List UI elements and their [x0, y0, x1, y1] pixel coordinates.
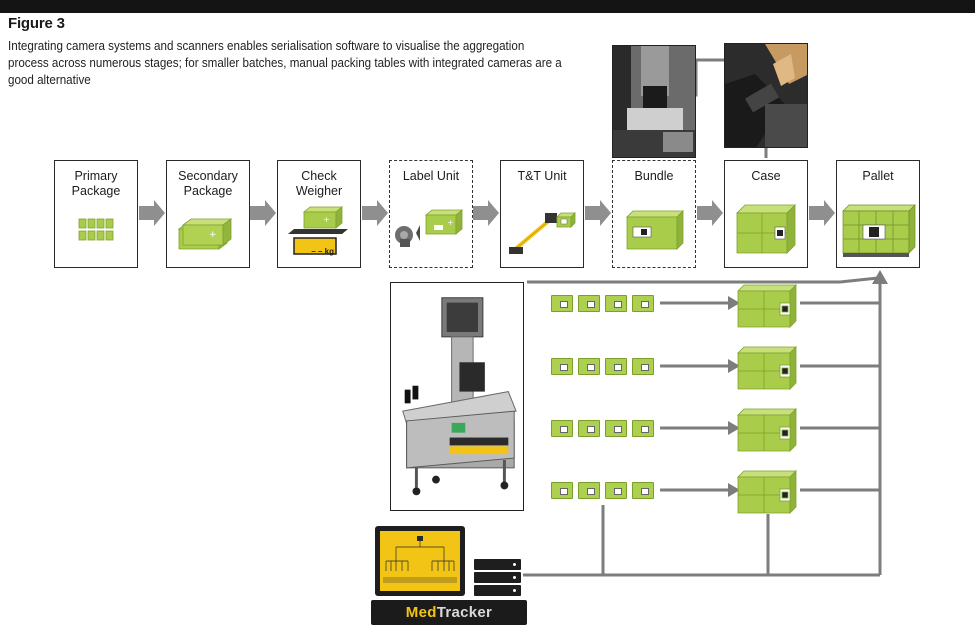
flow-arrow [585, 200, 611, 226]
product-item [578, 482, 600, 499]
stage-case: Case [724, 160, 808, 268]
scanner-arm-icon [509, 212, 576, 254]
stage-pallet: Pallet [836, 160, 920, 268]
server-rack-icon [474, 559, 521, 570]
flow-arrow [809, 200, 835, 226]
stage-check-weigher: Check Weigher + – – kg [277, 160, 361, 268]
stage-secondary-package: Secondary Package + [166, 160, 250, 268]
arrow-head [728, 359, 740, 373]
arrow-head [872, 270, 888, 284]
bundle-camera-photo [612, 45, 696, 158]
product-item [632, 482, 654, 499]
product-item [551, 420, 573, 437]
product-item [578, 358, 600, 375]
stage-label: Check Weigher [295, 169, 343, 198]
camera-icon [613, 46, 695, 157]
flow-arrow [473, 200, 499, 226]
aggregation-tree-screen [380, 531, 460, 591]
product-item [578, 295, 600, 312]
brand-part-1: Med [405, 604, 437, 621]
station-to-pallet-line [527, 276, 879, 284]
product-item [578, 420, 600, 437]
stage-label: Secondary Package [178, 169, 238, 198]
case-camera-photo [724, 43, 808, 148]
stage-label: T&T Unit [517, 169, 567, 183]
stage-primary-package: Primary Package [54, 160, 138, 268]
arrow-head [728, 296, 740, 310]
hierarchy-tree [383, 536, 457, 583]
top-bar [0, 0, 975, 13]
brand-part-2: Tracker [436, 604, 493, 621]
manual-packing-station [390, 282, 524, 511]
svg-text:+: + [209, 230, 217, 240]
product-item [632, 295, 654, 312]
carton-icon: + [177, 218, 233, 250]
product-item [551, 358, 573, 375]
camera-icon [725, 44, 807, 147]
arrow-head [728, 483, 740, 497]
product-item [551, 295, 573, 312]
packing-table-illustration [402, 297, 517, 496]
stage-tt-unit: T&T Unit [500, 160, 584, 268]
blister-pack-icon [78, 218, 114, 241]
server-rack-icon [474, 585, 521, 596]
bundle-box-icon [626, 210, 684, 250]
flow-arrow [362, 200, 388, 226]
arrow-head [728, 421, 740, 435]
medtracker-logo: MedTracker [371, 600, 527, 625]
product-item [605, 358, 627, 375]
svg-text:+: + [323, 215, 330, 224]
stage-label: Case [751, 169, 781, 183]
flow-arrow [697, 200, 723, 226]
stage-label: Pallet [862, 169, 894, 183]
stage-label-unit: Label Unit + [389, 160, 473, 268]
labeller-icon: + [395, 209, 464, 247]
flow-arrow [250, 200, 276, 226]
product-item [632, 420, 654, 437]
pallet-icon [842, 204, 916, 257]
case-box-icon [736, 204, 796, 254]
flow-arrow [139, 200, 165, 226]
product-item [605, 295, 627, 312]
product-item [605, 482, 627, 499]
weight-readout: – – kg [311, 247, 334, 256]
product-item [605, 420, 627, 437]
stage-label: Bundle [634, 169, 674, 183]
server-rack-icon [474, 572, 521, 583]
figure-caption: Integrating camera systems and scanners … [8, 39, 562, 87]
scale-icon: + [288, 206, 348, 255]
stage-label: Label Unit [402, 169, 460, 183]
product-item [551, 482, 573, 499]
stage-label: Primary Package [71, 169, 121, 198]
stage-bundle: Bundle [612, 160, 696, 268]
svg-text:+: + [447, 218, 454, 227]
product-item [632, 358, 654, 375]
figure-title: Figure 3 [8, 15, 65, 32]
